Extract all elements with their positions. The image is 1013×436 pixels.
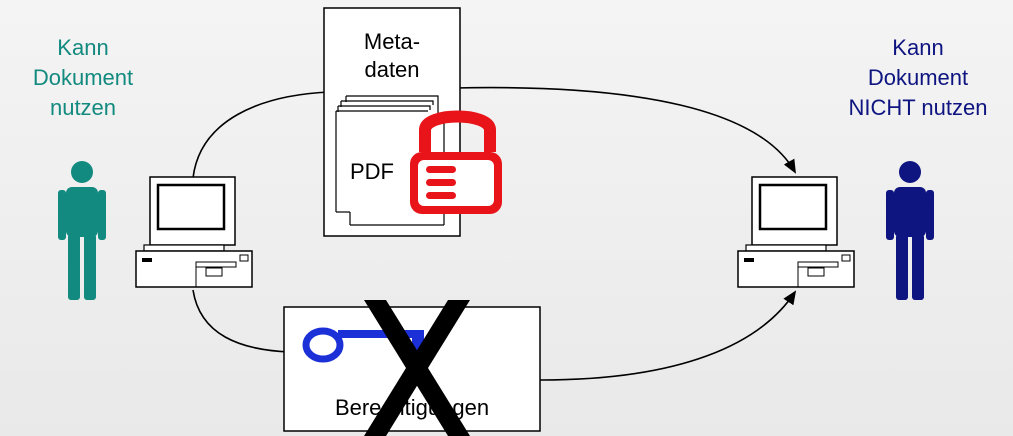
pdf-label: PDF <box>350 159 394 184</box>
top-connector-arrow <box>192 86 796 179</box>
left-user-label-line-1: Kann <box>57 35 109 60</box>
person-icon-right <box>886 161 934 300</box>
computer-icon-right <box>737 176 855 288</box>
computer-icon-left <box>135 176 253 288</box>
permissions-label: Berechtigungen <box>334 395 490 420</box>
left-user-label-line-2: Dokument <box>32 65 134 90</box>
left-user-label: Kann Dokument nutzen <box>0 33 166 123</box>
right-user-label-line-1: Kann <box>892 35 944 60</box>
metadata-label: Meta- daten <box>330 28 454 84</box>
lock-icon <box>410 110 502 214</box>
bottom-connector-arrow <box>192 289 797 381</box>
right-user-label: Kann Dokument NICHT nutzen <box>825 33 1011 123</box>
left-user-label-line-3: nutzen <box>49 95 117 120</box>
metadata-label-line-1: Meta- <box>363 29 421 54</box>
person-icon-left <box>58 161 106 300</box>
right-user-label-line-3: NICHT nutzen <box>848 95 988 120</box>
metadata-label-line-2: daten <box>364 57 420 82</box>
right-user-label-line-2: Dokument <box>867 65 969 90</box>
